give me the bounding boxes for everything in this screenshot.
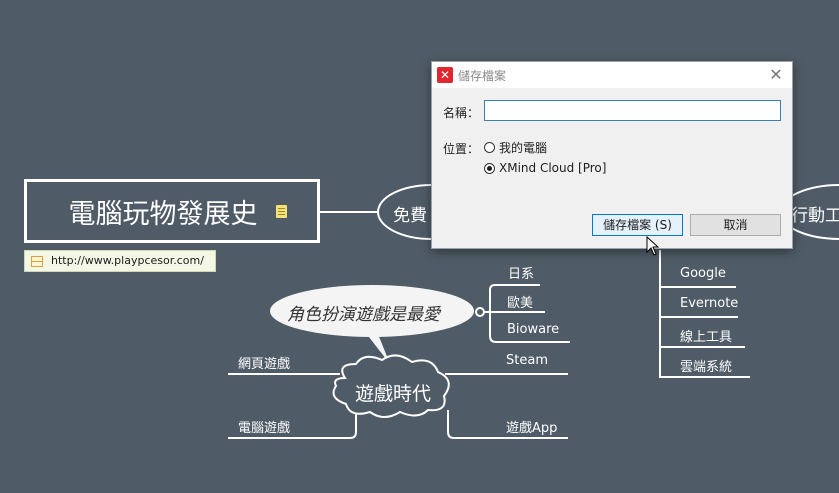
dialog-titlebar[interactable]: ✕ 儲存檔案 ✕ (432, 62, 792, 88)
link-icon (31, 256, 43, 267)
subtopic-japanese[interactable]: 日系 (508, 267, 535, 282)
subtopic-web-games[interactable]: 網頁遊戲 (238, 357, 291, 372)
subtopic-steam[interactable]: Steam (506, 353, 548, 368)
name-label: 名稱： (443, 106, 480, 120)
close-icon[interactable]: ✕ (769, 65, 783, 84)
subtopic-western[interactable]: 歐美 (507, 296, 534, 311)
radio-xmind-cloud-label: XMind Cloud [Pro] (499, 161, 607, 175)
radio-my-computer-label: 我的電腦 (499, 141, 548, 155)
hyperlink-bar[interactable]: http://www.playpcesor.com/ (24, 250, 216, 272)
subtopic-evernote[interactable]: Evernote (680, 296, 739, 311)
cursor-icon (646, 236, 660, 256)
callout-topic[interactable]: 角色扮演遊戲是最愛 (287, 305, 440, 325)
subtopic-bioware[interactable]: Bioware (507, 322, 560, 337)
radio-my-computer[interactable]: 我的電腦 (484, 139, 547, 156)
radio-xmind-cloud[interactable]: XMind Cloud [Pro] (484, 161, 606, 175)
save-file-dialog: ✕ 儲存檔案 ✕ 名稱： 位置： 我的電腦 XMind Cloud [Pro] … (431, 61, 793, 249)
subtopic-google[interactable]: Google (680, 266, 726, 281)
cloud-topic[interactable]: 遊戲時代 (355, 383, 432, 405)
mobile-branch-topic[interactable]: 行動工 (791, 206, 839, 226)
radio-circle[interactable] (484, 142, 495, 153)
free-branch-topic[interactable]: 免費 (393, 206, 427, 226)
subtopic-pc-games[interactable]: 電腦遊戲 (238, 421, 291, 436)
save-button[interactable]: 儲存檔案 (S) (592, 214, 683, 236)
app-icon: ✕ (437, 67, 453, 83)
radio-circle-checked[interactable] (484, 162, 495, 174)
subtopic-cloud-systems[interactable]: 雲端系統 (680, 360, 733, 375)
cancel-button[interactable]: 取消 (690, 214, 781, 236)
central-topic[interactable]: 電腦玩物發展史 (24, 179, 320, 243)
hyperlink-text: http://www.playpcesor.com/ (51, 254, 204, 267)
subtopic-game-app[interactable]: 遊戲App (506, 421, 558, 436)
central-topic-title: 電腦玩物發展史 (68, 198, 258, 230)
name-input[interactable] (484, 100, 781, 121)
subtopic-online-tools[interactable]: 線上工具 (680, 330, 733, 345)
note-icon[interactable] (276, 205, 287, 218)
location-label: 位置： (443, 142, 480, 156)
dialog-title: 儲存檔案 (458, 69, 507, 83)
